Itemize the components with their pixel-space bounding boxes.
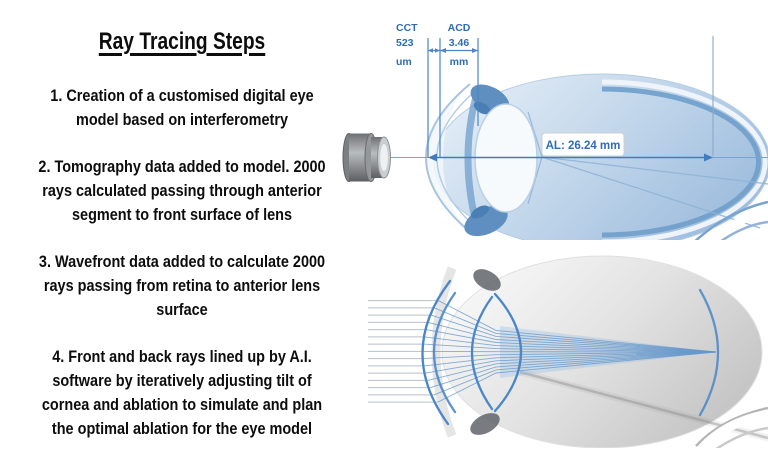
cct-unit: um — [396, 56, 412, 68]
acd-dimension — [440, 48, 478, 53]
page-title: Ray Tracing Steps — [98, 28, 266, 55]
cct-value: 523 — [396, 37, 414, 49]
optic-nerve-top — [694, 200, 768, 240]
acd-value: 3.46 — [449, 37, 470, 49]
optic-nerve-bottom — [695, 406, 768, 448]
top-eye-diagram: AL: 26.24 mm CCT 523 um ACD 3.46 mm — [342, 22, 768, 240]
step-3: 3. Wavefront data added to calculate 200… — [38, 252, 326, 319]
al-dimension: AL: 26.24 mm — [428, 132, 713, 162]
sclera-inner-arc — [601, 79, 768, 240]
step-2: 2. Tomography data added to model. 2000 … — [38, 157, 326, 224]
cct-label-block: CCT 523 um — [396, 22, 418, 68]
al-value-box — [541, 132, 625, 157]
step-1: 1. Creation of a customised digital eye … — [50, 86, 314, 129]
refracted-ray — [430, 351, 717, 389]
refracted-ray — [423, 343, 717, 353]
refracted-ray — [425, 329, 717, 353]
bottom-eye-diagram — [368, 255, 768, 448]
refracted-ray — [423, 351, 717, 360]
acd-label: ACD — [448, 22, 471, 34]
incident-rays — [368, 300, 439, 403]
cornea-arcs — [421, 279, 457, 426]
cct-label: CCT — [396, 22, 418, 34]
refracted-ray — [434, 307, 717, 353]
refracted-rays — [422, 300, 717, 403]
al-value: AL: 26.24 mm — [546, 140, 621, 152]
refracted-ray — [422, 350, 717, 353]
retina-arc-top — [601, 86, 762, 238]
measurement-layer: AL: 26.24 mm CCT 523 um ACD 3.46 mm — [391, 22, 768, 162]
refracted-ray — [430, 314, 717, 353]
interferometer-device — [342, 133, 391, 182]
step-4: 4. Front and back rays lined up by A.I. … — [41, 347, 323, 438]
refracted-ray — [437, 351, 717, 403]
refracted-ray — [438, 300, 717, 353]
cct-dimension — [428, 48, 440, 53]
device-lens-glass — [380, 144, 388, 171]
lens-arcs — [470, 292, 523, 413]
acd-label-block: ACD 3.46 mm — [448, 22, 471, 68]
refracted-ray — [425, 351, 717, 374]
iris-shadow-top — [473, 269, 501, 291]
retina-arc-bottom — [698, 288, 720, 417]
iris-bottom-detail — [470, 205, 490, 219]
refracted-ray — [427, 351, 717, 381]
refracted-ray — [424, 336, 717, 353]
refracted-ray — [428, 321, 717, 353]
refracted-ray — [433, 351, 717, 396]
iris-shadow-bottom — [470, 413, 500, 435]
eye-diagrams: AL: 26.24 mm CCT 523 um ACD 3.46 mm — [342, 22, 768, 448]
refracted-ray — [424, 351, 717, 367]
acd-unit: mm — [450, 56, 469, 68]
